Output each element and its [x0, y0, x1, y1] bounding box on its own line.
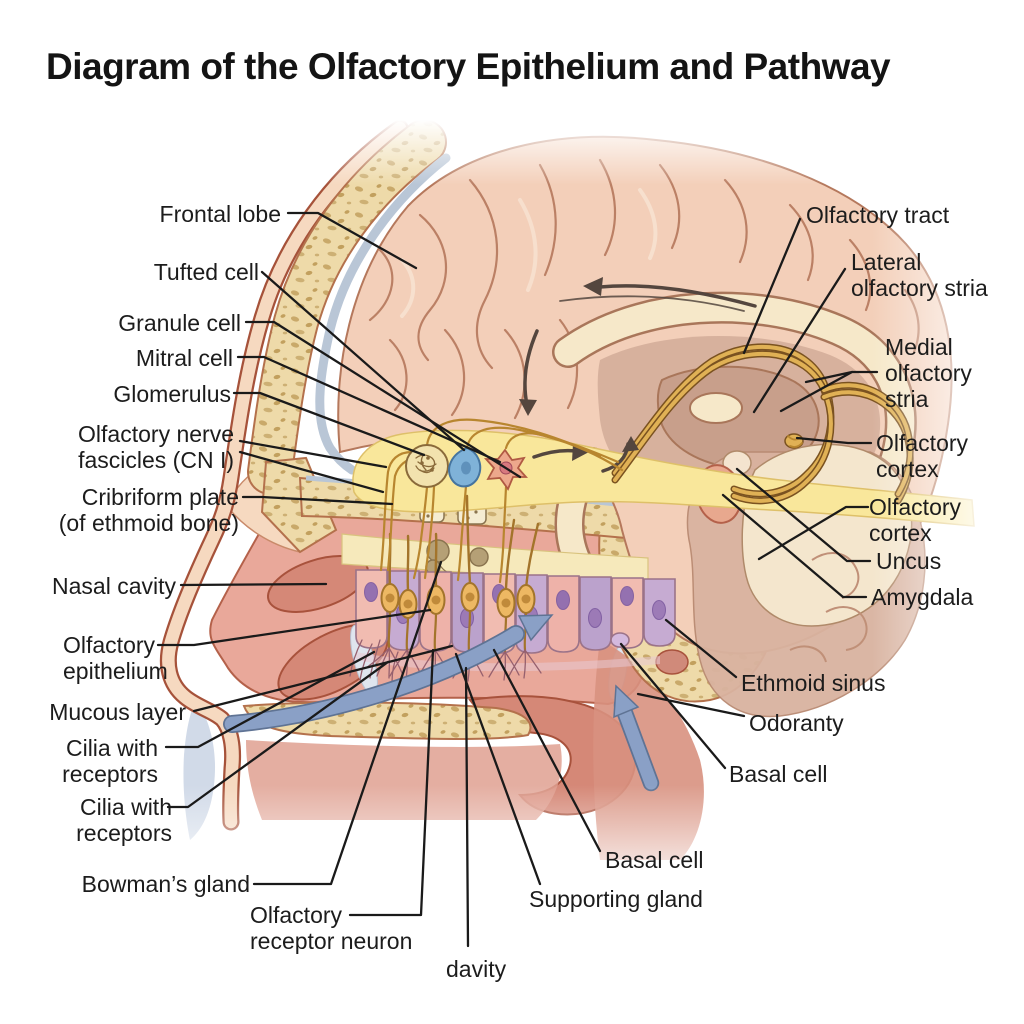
leader-basal-cell-1	[619, 642, 727, 770]
leader-mitral-cell	[236, 355, 502, 464]
leader-lateral-stria	[752, 267, 847, 414]
label-lateral-olfactory-stria: Lateral olfactory stria	[851, 249, 988, 301]
gyri-highlights	[400, 188, 658, 318]
label-cavity: davity	[446, 956, 507, 982]
label-mucous-layer: Mucous layer	[49, 699, 186, 725]
label-olfactory-receptor-neuron: Olfactory receptor neuron	[250, 902, 413, 954]
label-tufted-cell: Tufted cell	[153, 259, 259, 285]
leader-granule-cell	[244, 320, 522, 479]
leader-cilia-2	[166, 660, 390, 809]
label-basal-cell-1: Basal cell	[729, 761, 828, 787]
label-cilia-with-receptors-1: Cilia with receptors	[62, 735, 158, 787]
leader-supporting-gland	[454, 652, 542, 886]
pathway-arrows	[519, 277, 757, 473]
label-olfactory-cortex-2: Olfactory cortex	[869, 494, 962, 546]
leader-medial-stria	[779, 370, 879, 413]
label-olfactory-nerve-fascicles: Olfactory nerve fascicles (CN I)	[78, 421, 234, 473]
leader-cavity	[464, 666, 470, 948]
leader-receptor-neuron	[348, 648, 435, 917]
leader-uncus	[735, 467, 872, 563]
label-frontal-lobe: Frontal lobe	[159, 201, 281, 227]
leader-olfactory-tract	[742, 217, 802, 355]
label-olfactory-cortex-1: Olfactory cortex	[876, 430, 969, 482]
leader-odorant	[636, 692, 746, 718]
label-mitral-cell: Mitral cell	[135, 345, 233, 371]
label-olfactory-epithelium: Olfactory epithelium	[63, 632, 168, 684]
airflow-arrow-nasal	[224, 626, 524, 732]
neuron-somas	[380, 582, 536, 619]
label-bowmans-gland: Bowman’s gland	[81, 871, 250, 897]
leader-basal-cell-2	[492, 648, 602, 853]
label-amygdala: Amygdala	[871, 584, 974, 610]
leader-glomerulus	[232, 391, 426, 457]
label-olfactory-tract: Olfactory tract	[806, 202, 950, 228]
label-cribriform-plate: Cribriform plate (of ethmoid bone)	[58, 484, 239, 536]
label-uncus: Uncus	[876, 548, 942, 574]
leader-lines	[156, 211, 879, 948]
leader-amygdala	[721, 493, 868, 599]
page-title: Diagram of the Olfactory Epithelium and …	[46, 46, 891, 87]
fornix-section	[689, 392, 743, 424]
leader-frontal-lobe	[286, 211, 418, 270]
label-cilia-with-receptors-2: Cilia with receptors	[76, 794, 172, 846]
label-nasal-cavity: Nasal cavity	[52, 573, 176, 599]
lamina-propria	[341, 533, 649, 585]
leader-cortex-2	[757, 505, 870, 561]
label-medial-olfactory-stria: Medial olfactory stria	[885, 334, 972, 412]
leader-nasal-cavity	[179, 582, 328, 587]
leader-cilia-1	[164, 650, 376, 749]
leader-bowmans	[252, 560, 443, 886]
label-glomerulus: Glomerulus	[113, 381, 231, 407]
leader-epithelium	[156, 608, 432, 647]
label-ethmoid-sinus: Ethmoid sinus	[741, 670, 886, 696]
label-granule-cell: Granule cell	[118, 310, 241, 336]
meninges-band	[315, 153, 451, 475]
nose-bridge-bone	[260, 456, 338, 554]
leader-cortex-1	[795, 436, 873, 445]
leader-cribriform	[241, 495, 394, 506]
label-supporting-gland: Supporting gland	[529, 886, 703, 912]
label-odorant: Odoranty	[749, 710, 844, 736]
leader-fascicles-a	[238, 439, 388, 469]
leader-ethmoid-sinus	[664, 618, 738, 679]
leader-fascicles-b	[238, 450, 385, 494]
label-basal-cell-2: Basal cell	[605, 847, 704, 873]
